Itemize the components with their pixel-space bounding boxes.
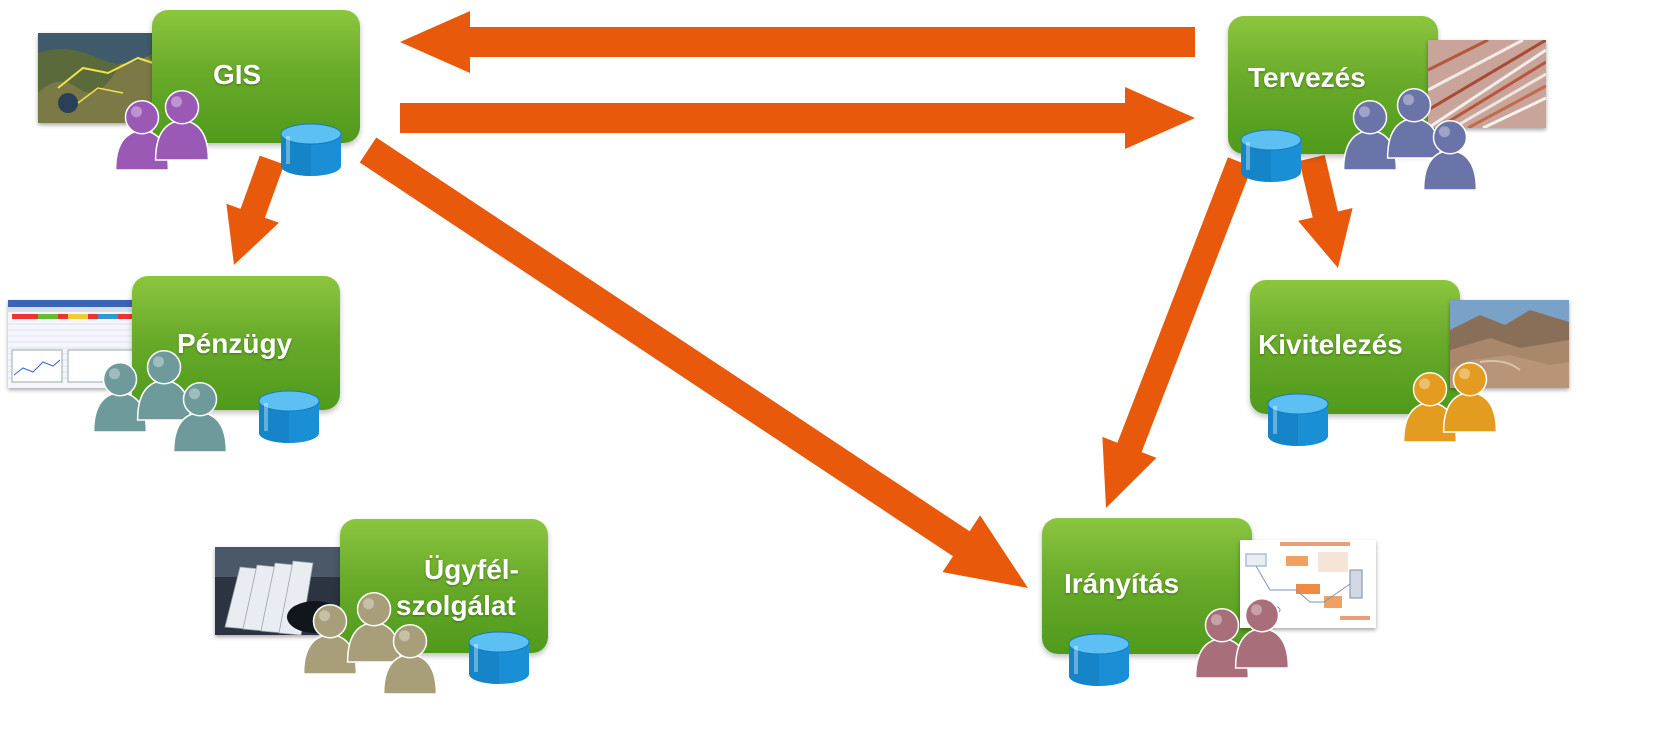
cables-thumbnail (1428, 40, 1546, 128)
card-file-thumbnail (215, 547, 350, 635)
arrow-gis-to-tervezes (400, 87, 1195, 149)
arrow-gis-to-penzugy (226, 155, 285, 265)
arrow-tervezes-to-iranyitas (1102, 157, 1253, 509)
people-group-icon (296, 591, 446, 700)
node-tervezes-label: Tervezés (1248, 62, 1366, 93)
map-thumbnail (38, 33, 160, 123)
node-penzugy-label: Pénzügy (177, 328, 293, 359)
database-icon (278, 120, 344, 180)
database-icon (1066, 630, 1132, 690)
arrow-tervezes-to-kivitelezes (1298, 155, 1353, 268)
people-group-icon (1336, 87, 1486, 196)
people-group-icon (1186, 597, 1296, 685)
database-icon (1265, 390, 1331, 450)
spreadsheet-thumbnail (8, 300, 138, 388)
people-group-icon (106, 89, 216, 177)
database-icon (466, 628, 532, 688)
arrow-gis-to-iranyitas (359, 137, 1028, 588)
people-group-icon (1394, 361, 1504, 449)
arrow-tervezes-to-gis (400, 11, 1195, 73)
node-ugyfel-label-line1: Ügyfél- (424, 554, 519, 585)
database-icon (256, 387, 322, 447)
people-group-icon (86, 349, 236, 458)
database-icon (1238, 126, 1304, 186)
node-kivitelezes-label: Kivitelezés (1258, 329, 1403, 360)
node-ugyfel-label-line2: szolgálat (396, 590, 516, 621)
node-iranyitas-label: Irányítás (1064, 568, 1180, 599)
node-gis-label: GIS (213, 59, 262, 90)
